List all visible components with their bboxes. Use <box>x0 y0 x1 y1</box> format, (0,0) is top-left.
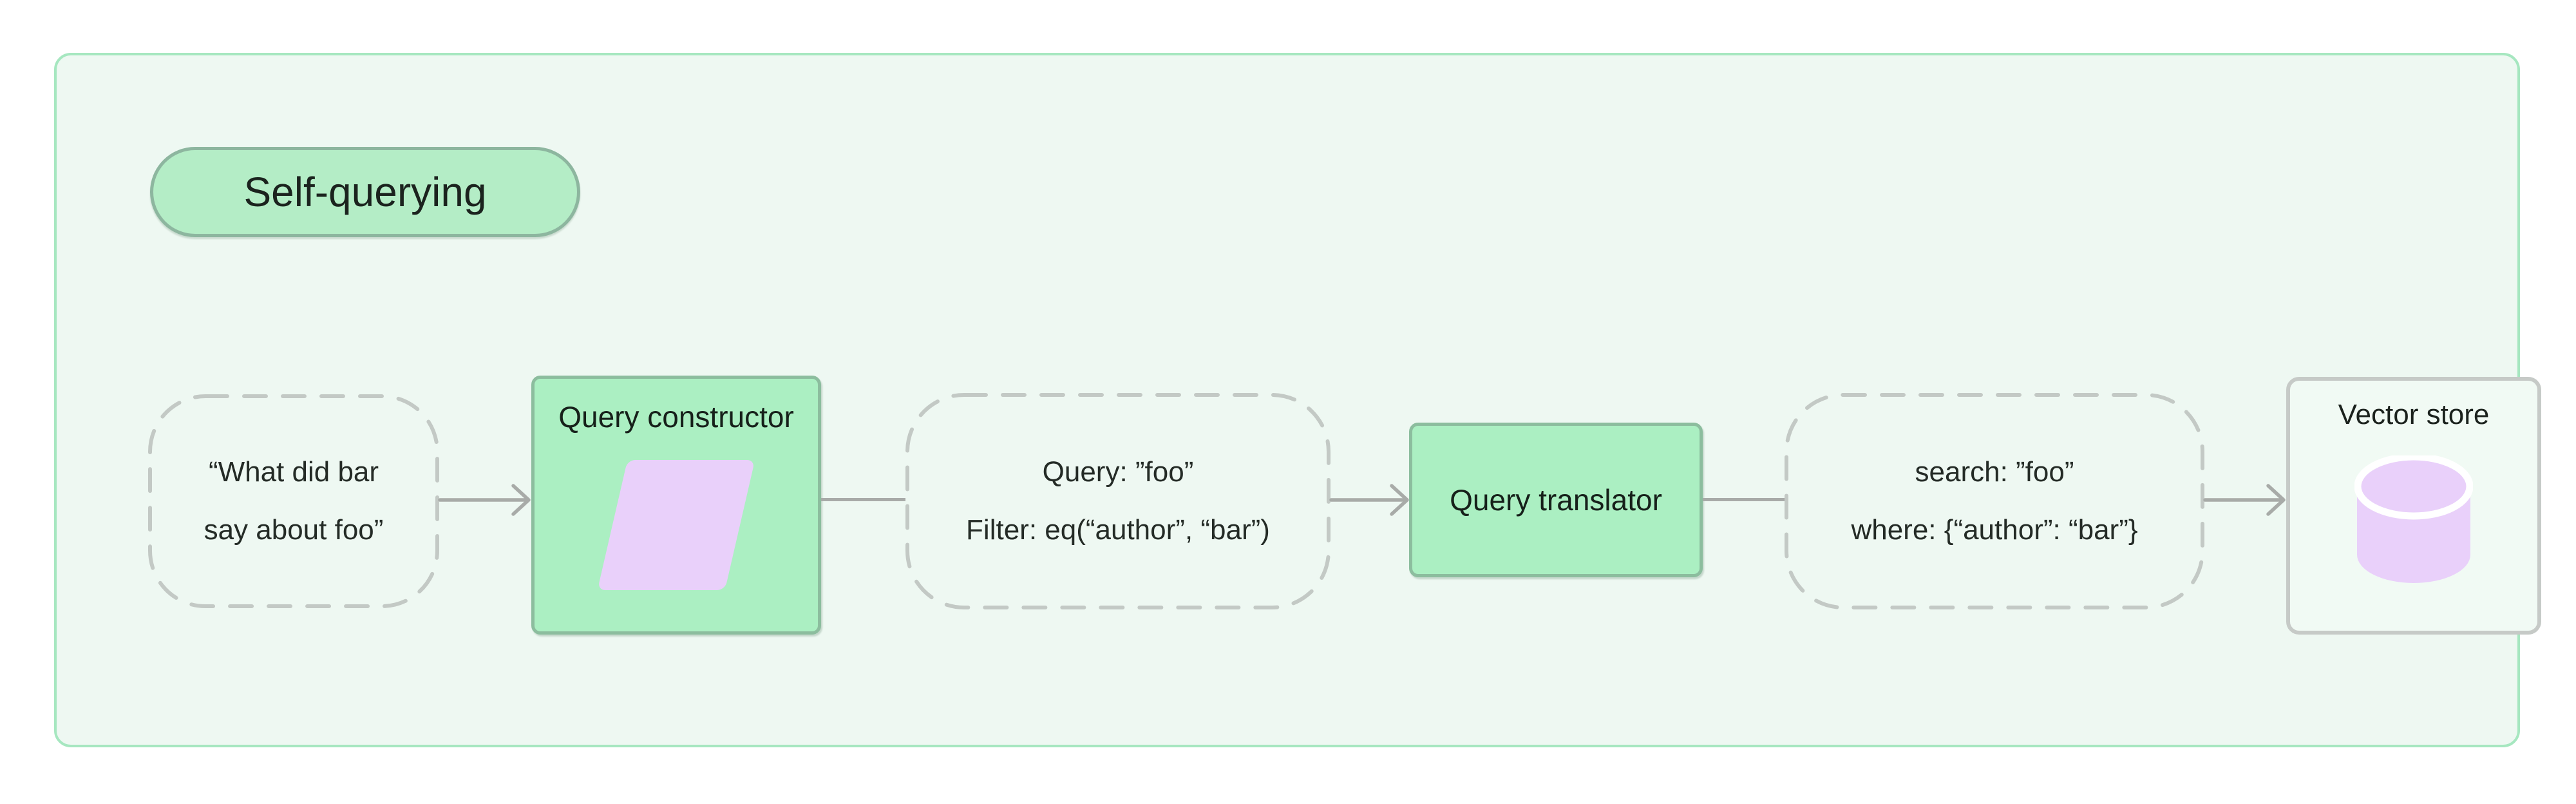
line-connector <box>1703 498 1785 501</box>
arrow-connector <box>2203 484 2286 516</box>
arrow-connector <box>438 484 531 516</box>
translated-query-line-2: where: {“author”: “bar”} <box>1851 514 2138 546</box>
user-question-line-1: “What did bar <box>208 455 379 488</box>
query-translator-label: Query translator <box>1450 483 1662 517</box>
node-query-translator: Query translator <box>1409 423 1703 577</box>
dashed-border <box>905 393 1331 609</box>
database-icon <box>2354 455 2473 583</box>
vector-store-label: Vector store <box>2338 399 2490 430</box>
translated-query-line-1: search: ”foo” <box>1915 455 2074 488</box>
node-vector-store: Vector store <box>2286 377 2541 635</box>
diagram-title: Self-querying <box>243 169 487 215</box>
constructed-query-line-2: Filter: eq(“author”, “bar”) <box>966 514 1270 546</box>
node-user-question: “What did bar say about foo” <box>148 394 439 608</box>
dashed-border <box>148 394 439 608</box>
constructed-query-line-1: Query: ”foo” <box>1042 455 1194 488</box>
query-constructor-label: Query constructor <box>558 400 794 434</box>
node-constructed-query: Query: ”foo” Filter: eq(“author”, “bar”) <box>905 393 1331 609</box>
self-querying-card: Self-querying “What did bar say about fo… <box>54 53 2541 747</box>
node-query-constructor: Query constructor <box>531 376 821 635</box>
node-translated-query: search: ”foo” where: {“author”: “bar”} <box>1785 393 2204 609</box>
diagram-title-badge: Self-querying <box>150 147 580 237</box>
parallelogram-icon <box>597 460 755 590</box>
dashed-border <box>1785 393 2204 609</box>
line-connector <box>821 498 905 501</box>
user-question-line-2: say about foo” <box>204 514 384 546</box>
arrow-connector <box>1329 484 1409 516</box>
